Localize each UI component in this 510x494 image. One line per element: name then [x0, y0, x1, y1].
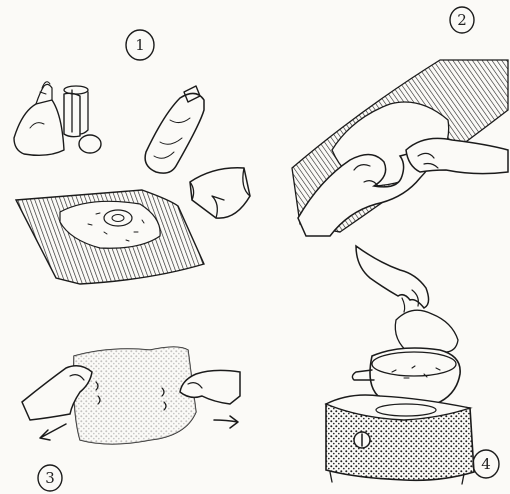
hand-dropping-dough-icon [356, 246, 458, 354]
left-arrow-icon [40, 424, 66, 440]
step-1-badge: 1 [126, 30, 154, 60]
step-2-panel: 2 [292, 7, 508, 236]
oil-bottle-icon [145, 86, 204, 173]
step-4-panel: 4 [326, 246, 499, 484]
step-3-badge: 3 [38, 465, 62, 491]
step-1-number: 1 [135, 36, 145, 54]
second-hand-icon [406, 138, 508, 173]
step-1-panel: 1 [14, 30, 250, 284]
step-4-badge: 4 [473, 450, 499, 478]
step-3-number: 3 [45, 469, 55, 487]
step-4-number: 4 [481, 455, 491, 473]
step-3-panel: 3 [22, 347, 240, 491]
flour-bag-icon [14, 82, 64, 156]
board-with-dough-icon [16, 190, 204, 284]
stove-knob-icon [354, 432, 370, 448]
butter-block-icon [190, 168, 250, 218]
stretched-dough-icon [74, 347, 196, 444]
right-arrow-icon [214, 416, 238, 428]
stove-icon [326, 395, 474, 484]
salt-shaker-icon [64, 86, 88, 137]
egg-icon [79, 135, 101, 153]
step-2-badge: 2 [450, 7, 474, 33]
step-2-number: 2 [457, 11, 467, 29]
